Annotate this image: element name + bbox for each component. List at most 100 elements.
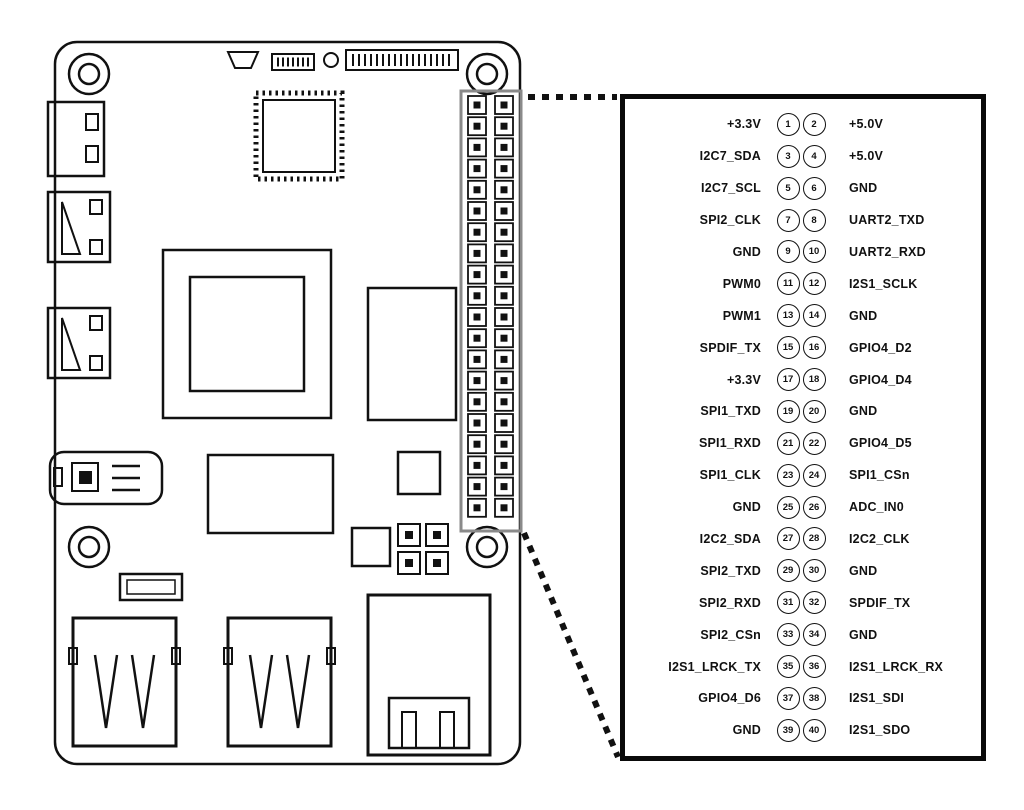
pin-number-odd: 27	[776, 527, 800, 551]
pin-right-label: +5.0V	[849, 117, 884, 132]
pin-number-odd: 39	[776, 718, 800, 742]
pin-left-label: GND	[732, 244, 761, 259]
pin-number-even: 40	[802, 718, 826, 742]
pin-right-label: GND	[849, 308, 878, 323]
pin-number-odd: 17	[776, 368, 800, 392]
pin-number-odd: 19	[776, 399, 800, 423]
gpio-header	[459, 89, 523, 533]
pin-left-label: SPI1_TXD	[700, 404, 761, 419]
gpio-header-pins	[467, 95, 514, 518]
pin-right-label: SPI1_CSn	[849, 468, 910, 483]
power-connector	[46, 100, 106, 178]
top-connector-long	[345, 49, 459, 71]
pin-number-even: 38	[802, 686, 826, 710]
pin-right-label: GND	[849, 181, 878, 196]
pin-right-label: ADC_IN0	[849, 500, 904, 515]
small-component	[118, 572, 184, 602]
pin-left-label: SPDIF_TX	[699, 340, 761, 355]
pin-number-even: 32	[802, 591, 826, 615]
callout-line-bottom	[521, 531, 621, 759]
pin-left-label: PWM1	[722, 308, 761, 323]
usb3-port-left	[68, 616, 181, 748]
top-edge-notch	[226, 51, 260, 69]
pin-number-odd: 25	[776, 495, 800, 519]
pin-right-label: UART2_TXD	[849, 213, 925, 228]
pin-left-label: +3.3V	[726, 372, 761, 387]
pin-number-odd: 35	[776, 655, 800, 679]
pin-number-odd: 31	[776, 591, 800, 615]
pin-left-label: SPI2_TXD	[700, 563, 761, 578]
pin-number-even: 18	[802, 368, 826, 392]
pin-number-even: 10	[802, 240, 826, 264]
top-led	[323, 52, 339, 68]
pin-number-odd: 1	[776, 112, 800, 136]
soc-chip	[161, 248, 333, 420]
pin-right-label: I2S1_LRCK_RX	[849, 659, 944, 674]
aux-header-2x2	[397, 523, 449, 575]
pin-right-label: GPIO4_D5	[849, 436, 912, 451]
pin-right-label: GPIO4_D4	[849, 372, 912, 387]
mounting-hole-top-right	[465, 52, 509, 96]
pin-number-odd: 5	[776, 176, 800, 200]
pin-number-odd: 33	[776, 623, 800, 647]
top-connector-small	[271, 53, 315, 71]
mounting-hole-top-left	[67, 52, 111, 96]
pin-right-label: I2S1_SDI	[849, 691, 905, 706]
pin-number-even: 24	[802, 463, 826, 487]
pin-number-even: 34	[802, 623, 826, 647]
pin-left-label: SPI1_RXD	[698, 436, 761, 451]
pin-left-label: GPIO4_D6	[698, 691, 761, 706]
pin-right-label: GND	[849, 627, 878, 642]
pin-left-label: SPI2_RXD	[698, 595, 761, 610]
pin-right-label: GPIO4_D2	[849, 340, 912, 355]
ram-chip	[366, 286, 458, 422]
pin-right-label: UART2_RXD	[849, 244, 926, 259]
pin-number-odd: 11	[776, 272, 800, 296]
usb2-port-lower	[46, 306, 112, 380]
ethernet-port	[366, 593, 492, 757]
pin-number-even: 16	[802, 336, 826, 360]
pin-number-even: 36	[802, 655, 826, 679]
qfp-chip	[253, 90, 345, 182]
pin-number-even: 14	[802, 304, 826, 328]
pin-number-odd: 9	[776, 240, 800, 264]
pin-right-label: I2S1_SDO	[849, 723, 911, 738]
pin-left-label: GND	[732, 723, 761, 738]
small-chip-lower	[350, 526, 392, 568]
pin-number-even: 8	[802, 208, 826, 232]
pin-right-label: GND	[849, 563, 878, 578]
pin-left-label: I2S1_LRCK_TX	[668, 659, 761, 674]
otg-port	[48, 450, 164, 506]
usb2-port-upper	[46, 190, 112, 264]
pin-left-label: GND	[732, 500, 761, 515]
pin-left-label: PWM0	[722, 276, 761, 291]
pin-left-label: SPI2_CLK	[699, 213, 761, 228]
pin-left-label: +3.3V	[726, 117, 761, 132]
pin-number-even: 6	[802, 176, 826, 200]
pin-number-even: 2	[802, 112, 826, 136]
pin-left-label: I2C7_SDA	[699, 149, 761, 164]
pin-right-label: GND	[849, 404, 878, 419]
small-chip-upper	[396, 450, 442, 496]
emmc-chip	[206, 453, 335, 535]
pin-number-even: 30	[802, 559, 826, 583]
pin-number-even: 4	[802, 144, 826, 168]
usb3-port-right	[223, 616, 336, 748]
pin-number-even: 28	[802, 527, 826, 551]
mounting-hole-bottom-right	[465, 525, 509, 569]
